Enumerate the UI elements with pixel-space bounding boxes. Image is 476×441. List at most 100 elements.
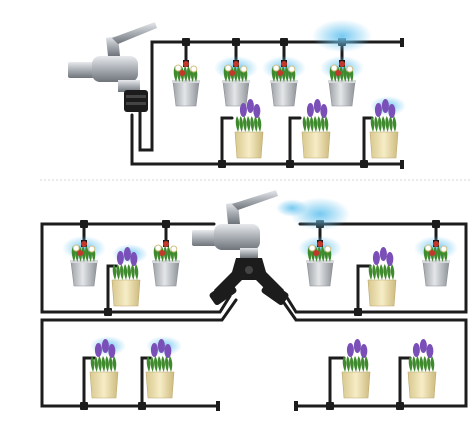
flower xyxy=(412,343,420,357)
flower xyxy=(308,244,316,252)
planter-icon xyxy=(262,55,306,107)
plant-foliage xyxy=(112,247,139,280)
planter-icon xyxy=(89,336,126,399)
bottom-floor-branch-6 xyxy=(398,356,412,408)
planter-icon xyxy=(369,96,406,159)
flower xyxy=(346,343,354,357)
flower xyxy=(240,65,248,73)
top-hanging-pots xyxy=(172,19,372,107)
flower xyxy=(253,104,261,118)
flower xyxy=(388,104,396,118)
flower xyxy=(429,250,436,256)
planter-icon xyxy=(298,235,342,287)
planter-icon xyxy=(214,55,258,107)
bottom-left-upper-loop xyxy=(40,222,232,314)
bottom-floor-branch-5 xyxy=(328,356,346,408)
top-return-line xyxy=(130,113,404,166)
flower xyxy=(424,244,432,252)
double-outlet-setup xyxy=(40,190,468,411)
plant-foliage xyxy=(271,61,296,82)
flower xyxy=(419,339,427,353)
flower xyxy=(346,65,354,73)
flower xyxy=(239,103,247,117)
flower xyxy=(324,245,332,253)
top-floor-branch-2 xyxy=(288,116,302,166)
flower xyxy=(374,103,382,117)
planter-icon xyxy=(320,55,364,107)
plant-foliage xyxy=(146,339,173,372)
plant-foliage xyxy=(423,241,448,262)
flower xyxy=(108,344,116,358)
flower xyxy=(317,241,323,247)
flower xyxy=(353,339,361,353)
flower xyxy=(179,70,186,76)
bottom-floor-pots xyxy=(89,244,437,399)
flower xyxy=(157,339,165,353)
flower xyxy=(170,245,178,253)
bottom-floor-branch-3 xyxy=(82,356,96,408)
top-floor-branch-1 xyxy=(220,116,234,166)
plant-foliage xyxy=(71,241,96,262)
planter-icon xyxy=(407,339,437,399)
y-splitter-icon xyxy=(192,190,289,306)
flower xyxy=(339,61,345,67)
flower xyxy=(379,247,387,261)
flower xyxy=(224,64,232,72)
top-floor-pots xyxy=(234,96,406,159)
flower xyxy=(313,250,320,256)
planter-icon xyxy=(341,339,371,399)
top-tubing xyxy=(130,40,404,166)
flower xyxy=(330,64,338,72)
planter-icon xyxy=(62,235,106,287)
planter-icon xyxy=(111,244,148,307)
flower xyxy=(88,245,96,253)
bottom-right-upper-loop xyxy=(284,222,468,314)
plant-foliage xyxy=(153,241,178,262)
flower xyxy=(246,99,254,113)
bottom-floor-branch-2 xyxy=(356,264,372,314)
flower xyxy=(123,247,131,261)
plant-foliage xyxy=(368,247,395,280)
plant-foliage xyxy=(90,339,117,372)
flower xyxy=(77,250,84,256)
faucet-icon xyxy=(68,22,157,112)
flower xyxy=(320,104,328,118)
planter-icon xyxy=(145,336,182,399)
flower xyxy=(116,251,124,265)
flower xyxy=(426,344,434,358)
flower xyxy=(229,70,236,76)
flower xyxy=(386,252,394,266)
bottom-hanging-pots xyxy=(62,197,458,287)
plant-foliage xyxy=(235,99,262,132)
plant-foliage xyxy=(302,99,329,132)
planter-icon xyxy=(301,99,331,159)
mist-spray-icon xyxy=(276,199,308,217)
flower xyxy=(183,61,189,67)
bottom-right-lower-loop xyxy=(280,298,468,408)
flower xyxy=(190,65,198,73)
flower xyxy=(381,99,389,113)
plant-foliage xyxy=(408,339,435,372)
plant-foliage xyxy=(370,99,397,132)
planter-icon xyxy=(172,60,200,107)
planter-icon xyxy=(414,235,458,287)
plant-foliage xyxy=(173,61,198,82)
top-floor-branch-3 xyxy=(362,116,374,166)
flower xyxy=(306,103,314,117)
flower xyxy=(94,343,102,357)
flower xyxy=(277,70,284,76)
planter-icon xyxy=(234,99,264,159)
flower xyxy=(440,245,448,253)
flower xyxy=(154,244,162,252)
flower xyxy=(150,343,158,357)
planter-icon xyxy=(152,240,180,287)
bottom-left-lower-loop xyxy=(40,298,238,408)
mist-spray-icon xyxy=(312,19,372,53)
flower xyxy=(288,65,296,73)
flower xyxy=(72,244,80,252)
plant-foliage xyxy=(307,241,332,262)
flower xyxy=(233,61,239,67)
flower xyxy=(335,70,342,76)
